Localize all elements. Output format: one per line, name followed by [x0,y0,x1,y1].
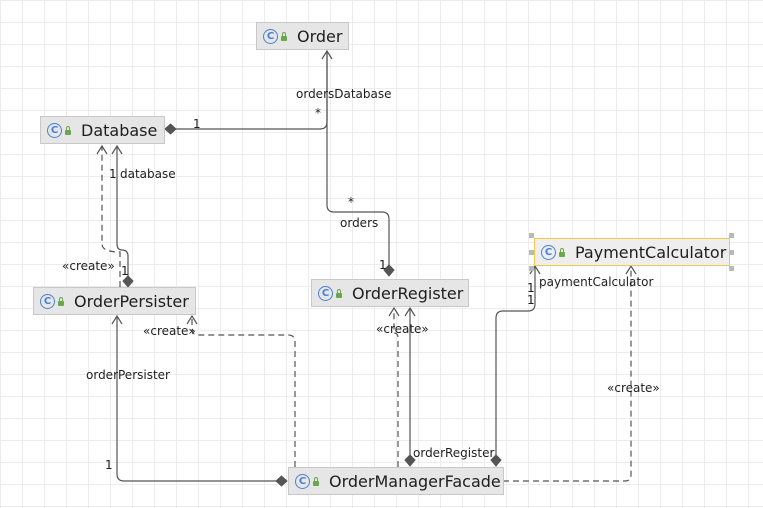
edge-facade-create-persister[interactable] [191,316,296,467]
label-orders-mult: * [348,195,354,209]
diamond-register [383,264,395,277]
class-icon: C [47,122,62,138]
selection-handle[interactable] [729,250,734,255]
label-orders-register-mult: 1 [379,258,387,272]
edge-facade-persister[interactable] [116,316,284,482]
selection-handle[interactable] [529,250,534,255]
public-visibility-icon [58,296,64,306]
class-order-register[interactable]: C OrderRegister [311,279,469,307]
class-order-manager-facade[interactable]: C OrderManagerFacade [288,467,504,495]
public-visibility-icon [281,31,287,41]
arrowhead-persister-a [111,314,123,325]
selection-handle[interactable] [729,233,734,238]
label-order-persister-mult: 1 [105,458,113,472]
selection-handle[interactable] [529,233,534,238]
label-database-role: database [120,167,176,181]
diamond-facade-left [275,475,288,487]
label-orders-database: ordersDatabase [296,87,392,101]
class-name: PaymentCalculator [575,242,727,262]
class-name: Order [297,26,343,46]
public-visibility-icon [313,476,319,486]
edge-facade-payment[interactable] [495,266,536,455]
arrowhead-database-a [111,144,123,155]
label-orders-role: orders [340,216,379,230]
label-register-create: «create» [376,322,429,336]
public-visibility-icon [336,288,342,298]
arrowhead-payment-a [529,264,541,275]
class-name: OrderPersister [74,291,189,311]
arrowhead-payment-b [625,264,637,275]
class-icon: C [40,293,55,309]
edge-register-order[interactable] [326,51,390,266]
class-order-persister[interactable]: C OrderPersister [33,287,196,315]
label-payment-create: «create» [607,381,660,395]
label-persister-database-mult: 1 [121,264,129,278]
public-visibility-icon [559,247,565,257]
class-payment-calculator[interactable]: C PaymentCalculator [534,238,730,266]
class-order[interactable]: C Order [256,22,349,50]
arrowhead-register-a [404,306,416,317]
class-icon: C [263,28,278,44]
selection-handle[interactable] [729,266,734,271]
class-name: OrderRegister [352,283,464,303]
label-orders-database-mult-db: 1 [193,117,201,131]
arrowhead-register-b [388,306,400,317]
label-payment-mult-b: 1 [527,293,535,307]
selection-handle[interactable] [529,266,534,271]
arrowhead-order [321,49,333,60]
diamond-facade-register [404,454,416,467]
label-persister-create: «create» [62,259,115,273]
public-visibility-icon [65,125,71,135]
label-facade-persister-create: «create» [143,324,196,338]
diamond-database [164,123,177,135]
label-database-mult: 1 [109,167,117,181]
edge-facade-create-payment[interactable] [503,266,632,482]
label-order-persister-role: orderPersister [86,368,170,382]
label-payment-calculator-role: paymentCalculator [539,275,654,289]
edge-facade-create-register[interactable] [393,308,399,467]
arrowhead-database-b [96,144,108,155]
label-payment-mult-a: 1 [527,281,535,295]
class-icon: C [295,473,310,489]
class-icon: C [318,285,333,301]
arrowhead-persister-b [186,314,198,325]
edge-persister-database[interactable] [116,146,129,278]
label-order-register-role: orderRegister [413,446,495,460]
class-database[interactable]: C Database [40,116,165,144]
class-name: Database [81,120,158,140]
edge-persister-create-database[interactable] [101,146,121,287]
diamond-facade-payment [490,454,502,467]
label-orders-database-mult-order: * [315,106,321,120]
class-name: OrderManagerFacade [329,471,501,491]
class-icon: C [541,244,556,260]
